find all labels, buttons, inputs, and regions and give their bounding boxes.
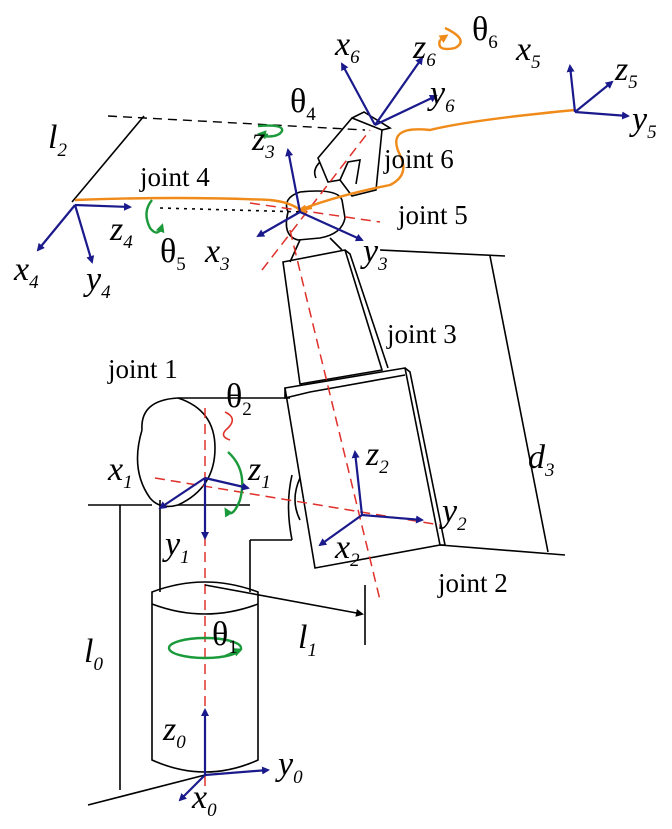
x4-label: x4 <box>13 251 39 293</box>
l2-dimension <box>71 115 145 203</box>
y5-label: y5 <box>629 101 657 143</box>
y2-axis <box>361 513 424 524</box>
z2-label: z2 <box>365 436 389 478</box>
y1-label: y1 <box>162 526 190 568</box>
joint2-arm <box>250 474 293 541</box>
d3-dimension <box>489 255 549 553</box>
x6-label: x6 <box>334 26 360 68</box>
theta1-rotation <box>167 636 243 660</box>
x5-label: x5 <box>515 31 541 73</box>
y0-axis <box>204 766 270 777</box>
z3-axis <box>285 148 302 213</box>
x5-axis <box>566 64 577 113</box>
y3-axis <box>299 210 364 242</box>
z5-label: z5 <box>614 51 638 93</box>
z5-axis <box>574 80 614 113</box>
joint1-column <box>159 500 251 592</box>
x2-label: x2 <box>334 529 360 571</box>
l0-label: l0 <box>84 633 103 675</box>
joint4-dash <box>159 207 306 213</box>
l1-dimension <box>204 584 364 617</box>
theta5-label: θ5 <box>160 233 186 275</box>
x0-label: x0 <box>191 779 217 821</box>
gripper <box>317 117 383 197</box>
joint6-label: joint 6 <box>383 144 454 174</box>
frame5-curve <box>304 108 576 210</box>
z2-axis <box>351 450 364 516</box>
z1-axis <box>204 476 250 491</box>
x2-axis <box>318 514 363 547</box>
y5-axis <box>574 110 630 120</box>
dashed-lines <box>107 115 441 790</box>
joint2-label: joint 2 <box>437 568 508 598</box>
coordinate-axes <box>36 56 630 802</box>
theta5-rotation <box>145 199 165 234</box>
l1-label: l1 <box>298 619 317 661</box>
y4-axis <box>73 204 95 264</box>
x3-axis <box>256 211 301 237</box>
y3-label: y3 <box>360 233 388 275</box>
theta2-rotation <box>222 411 234 441</box>
joint5-centerline <box>249 202 381 223</box>
joint1-housing <box>136 397 290 508</box>
y2-label: y2 <box>439 493 467 535</box>
x4-axis <box>36 204 76 252</box>
joint2-block <box>284 367 441 569</box>
x1-axis <box>158 477 206 510</box>
z4-label: z4 <box>109 211 133 253</box>
joint4-label: joint 4 <box>139 162 210 192</box>
joint1-label: joint 1 <box>107 354 178 384</box>
d3-label: d3 <box>528 439 555 481</box>
base-cylinder <box>151 581 259 773</box>
rotation-arrows <box>145 124 284 660</box>
z3-label: z3 <box>251 121 275 163</box>
theta4-label: θ4 <box>290 83 316 125</box>
theta1-label: θ1 <box>212 616 238 658</box>
x6-axis <box>341 62 376 126</box>
joint5-label: joint 5 <box>397 200 468 230</box>
theta6-rotation <box>438 26 462 51</box>
y6-axis <box>374 94 438 126</box>
z1-rotation <box>224 451 244 518</box>
x3-label: x3 <box>204 233 230 275</box>
theta4-rotation <box>257 124 284 138</box>
robot-body <box>136 111 446 773</box>
z1-label: z1 <box>247 451 271 493</box>
z4-axis <box>74 202 132 211</box>
x0-axis <box>178 774 206 802</box>
z6-label: z6 <box>412 29 436 71</box>
l2-label: l2 <box>48 119 67 161</box>
theta2-label: θ2 <box>226 378 252 420</box>
wrist-centerline <box>261 129 371 271</box>
theta6-label: θ6 <box>472 11 498 53</box>
dimension-lines <box>71 115 566 806</box>
top-dash <box>107 115 366 131</box>
joint3-label: joint 3 <box>386 319 457 349</box>
z6-axis <box>374 56 424 126</box>
y0-label: y0 <box>275 746 303 788</box>
y6-label: y6 <box>427 75 455 117</box>
joint4-curve <box>74 196 301 211</box>
x1-label: x1 <box>107 451 133 493</box>
y4-label: y4 <box>83 261 111 303</box>
orange-paths <box>74 26 576 214</box>
joint3-link <box>282 249 384 385</box>
z0-label: z0 <box>162 711 186 753</box>
labels: joint 1 joint 2 joint 3 joint 4 joint 5 … <box>13 11 657 821</box>
